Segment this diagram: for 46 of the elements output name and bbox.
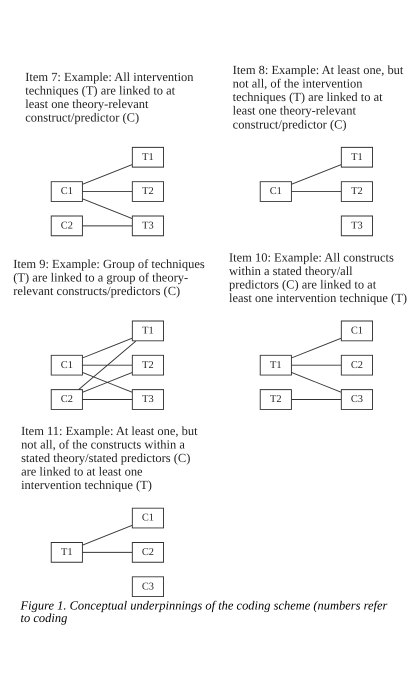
label: Item 8: Example: At least one, but not all, of the intervention techniques (T) are linked to at least one theory-relevant construct/predictor (C) [232, 62, 404, 131]
node-box: T2 [132, 180, 164, 202]
node-box: C3 [132, 576, 164, 597]
label: Item 7: Example: All intervention techniques (T) are linked to at least one theory-relevant construct/predictor (C) [25, 69, 194, 124]
node-box: C1 [132, 507, 164, 528]
node-box: C1 [50, 354, 83, 376]
node-box: T2 [260, 388, 292, 410]
connector [78, 340, 136, 390]
node-box: C2 [340, 354, 373, 376]
connector [82, 364, 133, 366]
node-box: T1 [340, 146, 373, 168]
connector [82, 164, 133, 184]
node-box: T2 [132, 354, 164, 376]
node-box: C2 [50, 388, 83, 410]
label: Item 11: Example: At least one, but not all, of the constructs within a stated theory/stated predictors (C) are linked to at least one intervention technique (T) [21, 423, 198, 492]
node-box: C1 [260, 180, 292, 202]
node-box: T1 [132, 320, 164, 341]
label: Item 10: Example: All constructs within a stated theory/all predictors (C) are linked to at least one intervention technique (T) [229, 250, 408, 304]
connector [291, 190, 342, 192]
node-box: T2 [340, 180, 373, 202]
node-box: T3 [132, 388, 164, 410]
node-box: T3 [132, 215, 164, 236]
node-box: C3 [340, 388, 373, 410]
node-box: T1 [260, 354, 292, 376]
connector [82, 198, 133, 219]
caption: Figure 1. Conceptual underpinnings of the coding scheme (numbers refer to coding [20, 598, 388, 625]
connector [82, 337, 133, 358]
connector [291, 337, 342, 358]
connector [291, 372, 342, 392]
node-box: T3 [340, 215, 373, 236]
connector [82, 524, 133, 545]
connector [291, 398, 342, 400]
connector [82, 190, 133, 192]
connector [82, 224, 133, 226]
node-box: C2 [50, 215, 83, 236]
connector [82, 372, 133, 392]
connector [291, 364, 342, 366]
connector [82, 551, 133, 552]
label: Item 9: Example: Group of techniques (T) are linked to a group of theory-relevant constructs/predictors (C) [13, 256, 205, 298]
node-box: C1 [340, 320, 373, 341]
node-box: C2 [132, 542, 164, 562]
connector [291, 164, 342, 184]
node-box: T1 [50, 542, 83, 562]
connector [82, 398, 133, 400]
node-box: T1 [132, 146, 164, 168]
node-box: C1 [50, 180, 83, 202]
